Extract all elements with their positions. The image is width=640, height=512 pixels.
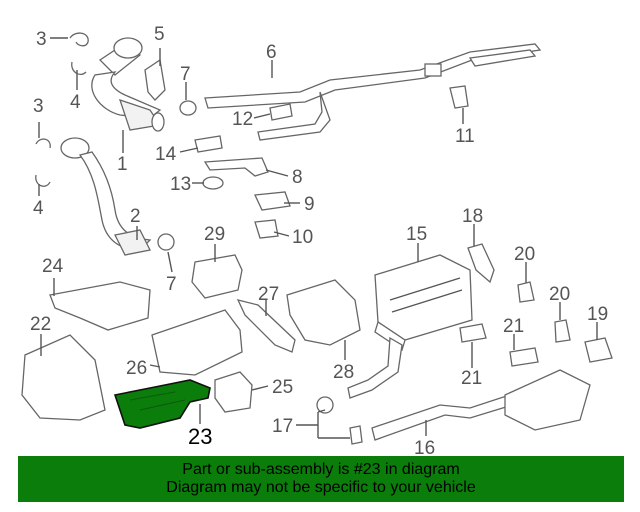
callout-8: 8 xyxy=(292,167,303,188)
part-28-shield xyxy=(286,279,361,346)
part-5-bracket xyxy=(144,58,166,101)
part-11-bracket xyxy=(194,135,223,153)
callout-23-highlighted: 23 xyxy=(188,424,212,449)
part-8-strap xyxy=(203,157,269,177)
callout-26: 26 xyxy=(126,358,147,379)
part-21b-hanger xyxy=(509,347,539,367)
callout-3b: 3 xyxy=(33,96,44,117)
callout-25: 25 xyxy=(272,377,293,398)
callout-28: 28 xyxy=(333,362,354,383)
leader-lines xyxy=(38,37,598,439)
part-10-mount xyxy=(254,219,279,239)
callout-18: 18 xyxy=(462,206,483,227)
part-20b-isolator xyxy=(554,319,571,343)
callout-5: 5 xyxy=(154,24,165,45)
part-18-hanger xyxy=(467,243,495,284)
part-15-muffler xyxy=(374,254,473,352)
part-3b-clamp xyxy=(35,138,51,149)
part-17-clamp-a xyxy=(316,396,334,414)
part-22-shield xyxy=(21,334,106,421)
info-banner: Part or sub-assembly is #23 in diagram D… xyxy=(18,456,624,502)
part-7b-clamp xyxy=(157,233,175,251)
callout-2: 2 xyxy=(130,206,141,227)
part-14-bracket xyxy=(269,103,293,121)
callout-3a: 3 xyxy=(36,29,47,50)
part-7-clamp xyxy=(179,100,197,116)
part-17-clamp-b xyxy=(349,425,363,445)
banner-line-2: Diagram may not be specific to your vehi… xyxy=(166,479,476,496)
part-21a-hanger xyxy=(459,323,487,343)
part-1-converter xyxy=(91,37,165,132)
part-2-converter xyxy=(60,137,152,256)
part-9-mount xyxy=(254,191,291,211)
callout-14: 12 xyxy=(232,109,253,130)
callout-24: 24 xyxy=(42,256,64,277)
callout-6: 6 xyxy=(266,42,277,63)
callout-16: 16 xyxy=(414,438,435,459)
part-27-strip xyxy=(236,299,296,353)
callout-21b: 21 xyxy=(461,368,482,389)
callout-11: 14 xyxy=(155,144,177,165)
callout-13: 11 xyxy=(455,126,475,147)
part-28-pipe xyxy=(347,336,403,399)
callout-9: 9 xyxy=(304,194,315,215)
callout-1: 1 xyxy=(117,154,128,175)
callout-10: 10 xyxy=(292,227,313,248)
part-12-gasket xyxy=(202,176,224,190)
callout-4a: 4 xyxy=(70,92,81,113)
part-23-highlighted xyxy=(113,379,211,429)
callout-12: 13 xyxy=(170,174,191,195)
callout-4b: 4 xyxy=(33,198,44,219)
part-3-clamp xyxy=(69,32,89,47)
part-23-detail xyxy=(129,391,186,411)
part-6-pipe xyxy=(204,43,542,141)
callout-29: 29 xyxy=(204,224,225,245)
part-24-shield xyxy=(49,281,151,331)
part-26-shield xyxy=(151,309,243,376)
callout-7a: 7 xyxy=(180,64,191,85)
callout-22: 22 xyxy=(30,314,51,335)
part-4-clamp xyxy=(71,61,87,76)
part-25-bracket xyxy=(214,371,253,413)
part-4b-clamp xyxy=(35,174,51,187)
callout-19: 19 xyxy=(587,304,608,325)
callout-15: 15 xyxy=(406,224,427,245)
callout-17: 17 xyxy=(272,416,293,437)
callout-20a: 20 xyxy=(514,244,535,265)
banner-line-1: Part or sub-assembly is #23 in diagram xyxy=(182,461,460,478)
callout-20b: 20 xyxy=(549,284,570,305)
part-19-bracket xyxy=(584,337,613,363)
part-13-hanger xyxy=(449,85,469,109)
part-20a-isolator xyxy=(517,281,535,303)
callout-21a: 21 xyxy=(503,316,524,337)
callout-7b: 7 xyxy=(166,274,177,295)
part-16-pipe xyxy=(371,369,591,441)
part-29-shield xyxy=(191,254,243,299)
callout-27: 27 xyxy=(258,284,279,305)
